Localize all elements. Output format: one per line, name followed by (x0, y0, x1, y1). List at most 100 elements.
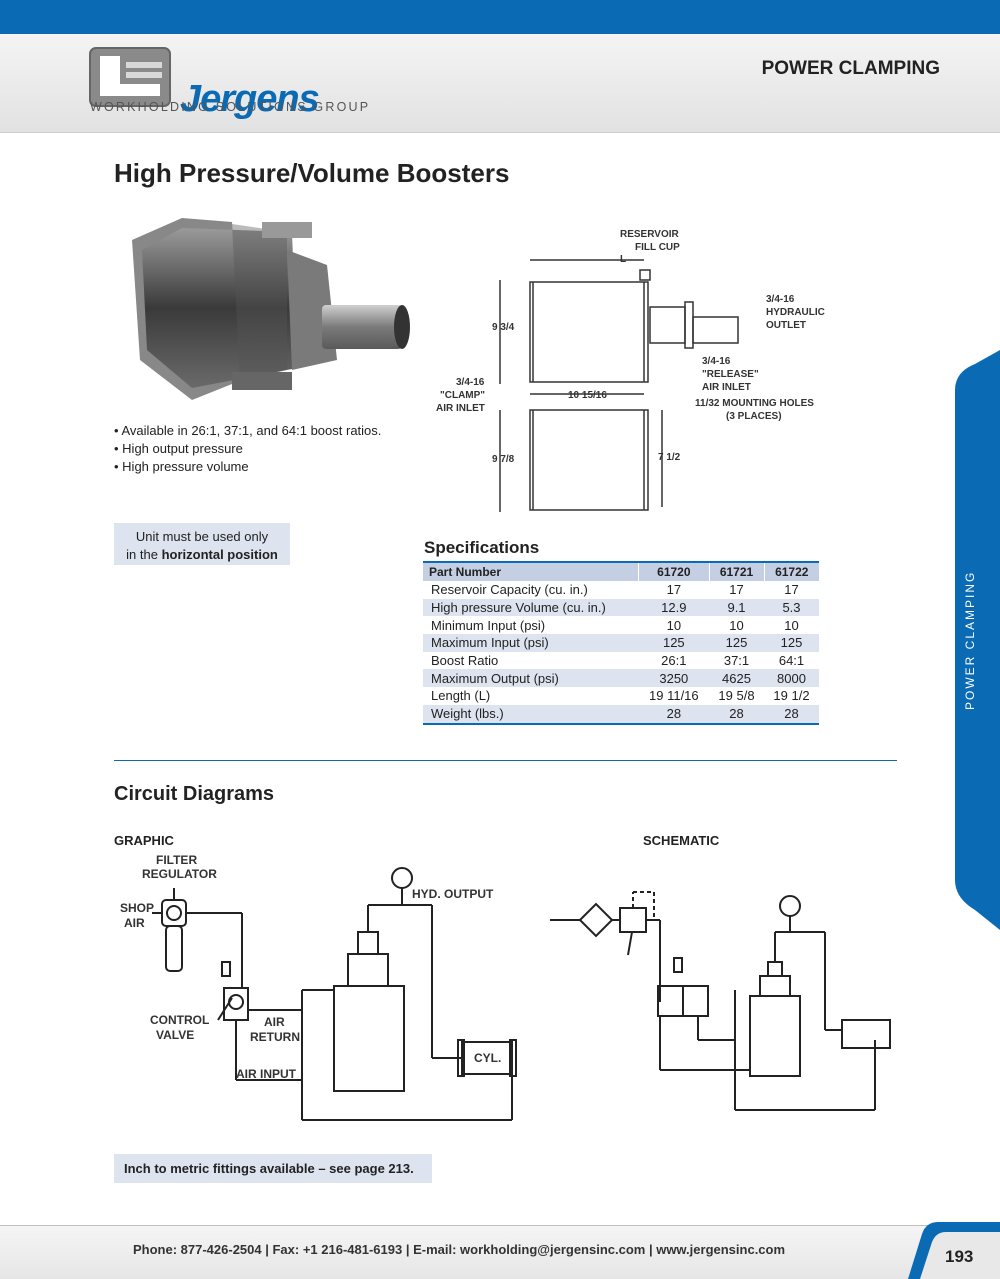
brand-name: Jergens (180, 78, 320, 120)
table-cell: 4625 (709, 669, 764, 688)
control-valve-label-1: CONTROL (150, 1013, 209, 1027)
table-cell: 17 (666, 582, 682, 598)
feature-item: High output pressure (114, 440, 381, 458)
table-cell: 26:1 (661, 653, 687, 669)
booster-photo (132, 218, 410, 400)
table-cell: 10 (729, 617, 744, 633)
page-number-tab (908, 1222, 1000, 1279)
table-cell: 5.3 (764, 598, 819, 617)
filter-label-1: FILTER (156, 853, 197, 867)
table-cell: 3250 (638, 669, 710, 688)
mount-label-1: 11/32 MOUNTING HOLES (695, 398, 814, 409)
metric-fittings-note: Inch to metric fittings available – see … (114, 1154, 432, 1183)
table-header-row: Part Number 61720 61721 61722 (423, 561, 819, 581)
table-cell: 28 (709, 704, 764, 725)
table-row: Maximum Input (psi) 125 125 125 (423, 634, 819, 652)
hyd-outlet-label-3: OUTLET (766, 320, 806, 331)
page-header: Jergens WORKHOLDING SOLUTIONS GROUP POWE… (0, 34, 1000, 133)
clamp-label-2: "CLAMP" (440, 390, 485, 401)
column-header: 61722 (763, 561, 819, 581)
hyd-outlet-label-1: 3/4-16 (766, 294, 795, 305)
height-label-1: 9 3/4 (492, 322, 515, 333)
table-cell: 64:1 (778, 653, 805, 669)
column-header: 61721 (708, 561, 764, 581)
table-cell: Length (L) (431, 688, 491, 704)
table-cell: 8000 (764, 669, 819, 688)
jergens-logo-icon (89, 47, 171, 107)
schematic-label: SCHEMATIC (643, 833, 720, 848)
table-cell: 125 (709, 634, 764, 652)
table-row: Maximum Output (psi) 3250 4625 8000 (423, 669, 819, 688)
table-cell: Minimum Input (psi) (431, 617, 546, 633)
side-tab (955, 350, 1000, 930)
table-cell: 17 (784, 582, 799, 598)
graphic-circuit-diagram: FILTER REGULATOR SHOP AIR HYD. OUTPUT CO… (120, 853, 517, 1121)
footer-divider (0, 1225, 1000, 1226)
table-cell: 19 1/2 (773, 688, 810, 704)
page-title: High Pressure/Volume Boosters (114, 158, 510, 188)
feature-item: Available in 26:1, 37:1, and 64:1 boost … (114, 422, 381, 440)
air-input-label: AIR INPUT (236, 1067, 297, 1081)
hyd-outlet-label-2: HYDRAULIC (766, 307, 825, 318)
table-cell: 19 5/8 (718, 688, 755, 704)
air-return-label-1: AIR (264, 1015, 285, 1029)
clamp-label-1: 3/4-16 (456, 377, 485, 388)
fill-cup-label: FILL CUP (635, 242, 680, 253)
note-line-2-prefix: in the (126, 547, 162, 562)
table-cell: 10 (784, 617, 799, 633)
table-cell: 19 11/16 (649, 688, 699, 704)
length-label: L (620, 254, 626, 265)
height-label-3: 7 1/2 (658, 452, 681, 463)
table-cell: 17 (729, 582, 744, 598)
table-cell: Weight (lbs.) (423, 704, 639, 725)
orientation-note: Unit must be used only in the horizontal… (114, 523, 290, 565)
section-divider (114, 760, 897, 761)
filter-label-2: REGULATOR (142, 867, 217, 881)
mount-label-2: (3 PLACES) (726, 411, 782, 422)
table-cell: 125 (638, 634, 710, 652)
feature-list: Available in 26:1, 37:1, and 64:1 boost … (114, 422, 381, 476)
schematic-circuit-diagram (550, 891, 891, 1111)
column-header: Part Number (423, 561, 639, 581)
release-label-2: "RELEASE" (702, 369, 759, 380)
specifications-title: Specifications (424, 538, 540, 557)
table-cell: 28 (764, 704, 819, 725)
shop-air-label-1: SHOP (120, 901, 154, 915)
table-cell: 28 (638, 704, 710, 725)
note-line-1: Unit must be used only (135, 529, 269, 544)
table-cell: Maximum Input (psi) (423, 634, 639, 652)
table-row: Minimum Input (psi) 10 10 10 (423, 616, 819, 634)
control-valve-label-2: VALVE (156, 1028, 194, 1042)
shop-air-label-2: AIR (124, 916, 145, 930)
footer-contact: Phone: 877-426-2504 | Fax: +1 216-481-61… (133, 1242, 786, 1257)
page-footer (0, 1226, 1000, 1279)
reservoir-label: RESERVOIR (620, 229, 679, 240)
table-cell: High pressure Volume (cu. in.) (423, 598, 639, 617)
column-header: 61720 (638, 561, 710, 581)
air-return-label-2: RETURN (250, 1030, 300, 1044)
graphic-label: GRAPHIC (114, 833, 174, 848)
table-cell: 12.9 (638, 598, 710, 617)
table-row: Reservoir Capacity (cu. in.) 17 17 17 (423, 581, 819, 599)
circuit-title: Circuit Diagrams (114, 783, 275, 805)
hyd-output-label: HYD. OUTPUT (412, 887, 494, 901)
release-label-1: 3/4-16 (702, 356, 731, 367)
table-cell: 37:1 (723, 653, 750, 669)
height-label-2: 9 7/8 (492, 454, 515, 465)
feature-item: High pressure volume (114, 458, 381, 476)
table-cell: Boost Ratio (431, 653, 499, 669)
table-cell: 125 (764, 634, 819, 652)
side-tab-label: POWER CLAMPING (963, 570, 977, 710)
table-row: Length (L) 19 11/16 19 5/8 19 1/2 (423, 687, 819, 705)
table-cell: Maximum Output (psi) (423, 669, 639, 688)
table-cell: Reservoir Capacity (cu. in.) (431, 582, 588, 598)
table-row: Weight (lbs.) 28 28 28 (423, 704, 819, 725)
note-line-2-bold: horizontal position (161, 547, 278, 562)
table-row: Boost Ratio 26:1 37:1 64:1 (423, 652, 819, 670)
section-title: POWER CLAMPING (761, 58, 940, 79)
top-bar (0, 0, 1000, 34)
tagline: WORKHOLDING SOLUTIONS GROUP (90, 100, 371, 114)
dimension-drawing: RESERVOIR FILL CUP L 3/4-16 HYDRAULIC OU… (436, 229, 825, 512)
specifications-table: Part Number 61720 61721 61722 Reservoir … (423, 561, 819, 725)
cylinder-label: CYL. (474, 1051, 501, 1065)
